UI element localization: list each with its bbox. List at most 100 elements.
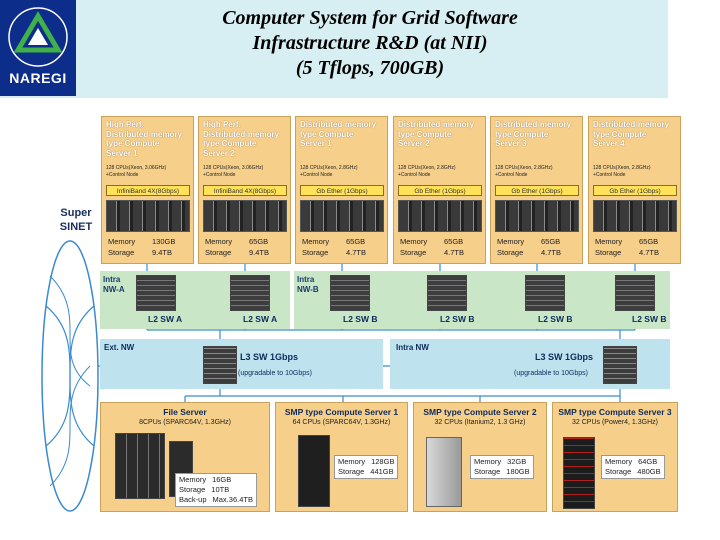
server-name: High Perf. Distributed-memory type Compu… xyxy=(203,120,289,158)
server-rack-icon xyxy=(593,200,677,232)
smp-server-2-tower-icon xyxy=(426,437,462,507)
server-name-line: Server 3 xyxy=(495,139,527,149)
server-memory: Memory 65GB xyxy=(497,237,560,246)
server-name-line: Server 4 xyxy=(593,139,625,149)
server-name-line: Distributed-memory xyxy=(106,129,183,139)
server-cpu: 128 CPUs(Xeon, 2.8GHz) +Control Node xyxy=(398,165,486,178)
l3-switch-icon xyxy=(203,346,237,384)
server-rack-icon xyxy=(300,200,384,232)
server-cpu: 128 CPUs(Xeon, 3.06GHz) +Control Node xyxy=(203,165,291,178)
server-network-badge: InfiniBand 4X(8Gbps) xyxy=(203,185,287,196)
l2-switch-label: L2 SW B xyxy=(632,314,667,324)
memory-label: Memory xyxy=(302,237,330,246)
intra-nw-b-label: Intra NW-B xyxy=(297,275,319,295)
naregi-logo: NAREGI xyxy=(0,0,76,96)
server-name-line: Distributed-memory xyxy=(495,120,572,129)
spec-value: 16GB xyxy=(212,475,232,484)
storage-value: 9.4TB xyxy=(152,248,173,257)
smp-server-2-box: SMP type Compute Server 2 32 CPUs (Itani… xyxy=(413,402,547,512)
server-name-line: Distributed-memory xyxy=(398,120,475,129)
l2-switch-icon xyxy=(427,275,467,311)
intra-b-line-2: NW-B xyxy=(297,285,319,294)
server-cpu-line: 128 CPUs(Xeon, 2.8GHz) xyxy=(398,165,456,171)
memory-label: Memory xyxy=(108,237,136,246)
ext-nw-label: Ext. NW xyxy=(104,343,135,352)
server-name-line: Server 2 xyxy=(398,139,430,149)
server-name-line: type Compute xyxy=(495,129,549,139)
l2-switch-icon xyxy=(330,275,370,311)
title-line-3: (5 Tflops, 700GB) xyxy=(295,57,445,79)
memory-label: Memory xyxy=(497,237,525,246)
file-server-name: File Server xyxy=(163,407,207,417)
spec-value: Max.36.4TB xyxy=(212,495,253,504)
server-cpu-line: 128 CPUs(Xeon, 2.8GHz) xyxy=(593,165,651,171)
smp-server-3-box: SMP type Compute Server 3 32 CPUs (Power… xyxy=(552,402,678,512)
server-dm-1: Distributed-memory type Compute Server 1… xyxy=(295,116,388,264)
server-name-line: Distributed-memory xyxy=(593,120,670,129)
title-line-2: Infrastructure R&D (at NII) xyxy=(252,32,488,54)
memory-value: 65GB xyxy=(444,237,464,246)
server-rack-icon xyxy=(398,200,482,232)
server-network-badge: Gb Ether (1Gbps) xyxy=(398,185,482,196)
server-name: Distributed-memory type Compute Server 2 xyxy=(398,120,484,149)
intra-nw-label: Intra NW xyxy=(396,343,429,352)
server-name-line: Server 1 xyxy=(106,148,138,158)
memory-label: Memory xyxy=(400,237,428,246)
memory-value: 65GB xyxy=(541,237,561,246)
memory-label: Memory xyxy=(205,237,233,246)
server-name-line: type Compute xyxy=(300,129,354,139)
server-name: Distributed-memory type Compute Server 4 xyxy=(593,120,679,149)
spec-label: Back-up xyxy=(179,495,207,504)
server-name-line: type Compute xyxy=(593,129,647,139)
smp-server-3-cpu: 32 CPUs (Power4, 1.3GHz) xyxy=(572,419,658,426)
server-name-line: Distributed-memory xyxy=(300,120,377,129)
l3-switch-left-label: L3 SW 1Gbps xyxy=(240,352,299,362)
server-memory: Memory 130GB xyxy=(108,237,175,246)
server-name-line: type Compute xyxy=(398,129,452,139)
server-network-badge: Gb Ether (1Gbps) xyxy=(593,185,677,196)
memory-value: 65GB xyxy=(346,237,366,246)
server-name-line: type Compute xyxy=(203,139,257,149)
header-banner xyxy=(0,0,668,98)
server-hp-dm-2: High Perf. Distributed-memory type Compu… xyxy=(198,116,291,264)
logo-emblem-icon xyxy=(8,7,68,67)
storage-value: 4.7TB xyxy=(639,248,660,257)
server-name-line: High Perf. xyxy=(203,120,241,129)
smp-server-2-name: SMP type Compute Server 2 xyxy=(423,407,537,417)
server-name-line: type Compute xyxy=(106,139,160,149)
spec-row: Back-up Max.36.4TB xyxy=(179,495,253,505)
l2-switch-label: L2 SW B xyxy=(440,314,475,324)
spec-value: 64GB xyxy=(638,457,658,466)
super-sinet-line-2: SINET xyxy=(59,221,93,233)
storage-value: 9.4TB xyxy=(249,248,270,257)
smp-server-1-box: SMP type Compute Server 1 64 CPUs (SPARC… xyxy=(275,402,408,512)
server-cpu-line: +Control Node xyxy=(106,171,139,178)
intra-b-line-1: Intra xyxy=(297,275,315,284)
l3-switch-right-sub: (upgradable to 10Gbps) xyxy=(514,370,588,377)
logo-text: NAREGI xyxy=(9,70,67,86)
memory-value: 130GB xyxy=(152,237,176,246)
spec-value: 32GB xyxy=(507,457,527,466)
l2-switch-label: L2 SW B xyxy=(343,314,378,324)
super-sinet-label: Super SINET xyxy=(54,206,98,234)
server-memory: Memory 65GB xyxy=(302,237,365,246)
server-cpu-line: 128 CPUs(Xeon, 3.06GHz) xyxy=(106,165,167,171)
server-cpu: 128 CPUs(Xeon, 3.06GHz) +Control Node xyxy=(106,165,194,178)
l2-switch-icon xyxy=(230,275,270,311)
server-cpu-line: 128 CPUs(Xeon, 3.06GHz) xyxy=(203,165,264,171)
storage-value: 4.7TB xyxy=(444,248,465,257)
spec-label: Storage xyxy=(474,467,501,476)
l2-switch-label: L2 SW A xyxy=(243,314,278,324)
l3-switch-right-label: L3 SW 1Gbps xyxy=(535,352,594,362)
file-server-box: File Server 8CPUs (SPARC64V, 1.3GHz) Mem… xyxy=(100,402,270,512)
server-cpu-line: +Control Node xyxy=(300,171,333,178)
l2-switch-label: L2 SW B xyxy=(538,314,573,324)
